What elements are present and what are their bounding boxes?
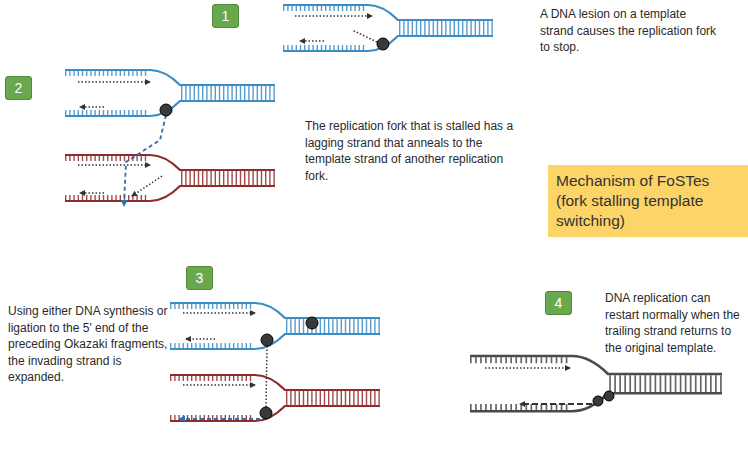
replication-fork [65,155,275,201]
description-text: DNA replication can restart normally whe… [605,290,747,356]
title-box: Mechanism of FoSTes (fork stalling templ… [548,165,748,237]
replication-fork [470,356,722,411]
step-number: 4 [555,295,563,311]
description-text: Using either DNA synthesis or ligation t… [8,303,168,386]
template-switch [266,346,267,408]
replication-fork [65,70,275,116]
dna-lesion [306,317,318,329]
synthesis-arrow [183,312,255,314]
replication-fork [170,303,380,349]
step-number: 2 [15,80,23,96]
restarted-strand [520,403,592,405]
step-number-box: 2 [5,76,32,100]
synthesis-arrow [78,164,150,166]
replication-fork [283,5,493,51]
synthesis-arrow [183,384,255,386]
synthesis-arrow [80,106,104,108]
description-text: The replication fork that is stalled has… [305,118,527,184]
step-number: 1 [222,8,230,24]
heading-text: Mechanism of FoSTes (fork stalling templ… [556,171,740,231]
synthesis-arrow [300,40,324,42]
dna-lesion [160,104,172,116]
synthesis-arrow [80,192,104,194]
dna-lesion [593,396,603,406]
stalled-strand [352,30,377,42]
synthesis-arrow [485,367,570,369]
dna-lesion [260,407,272,419]
dna-lesion [261,334,273,346]
step-number-box: 3 [186,266,213,290]
synthesis-arrow [295,15,372,17]
synthesis-arrow [186,338,215,340]
description-text: A DNA lesion on a template strand causes… [540,6,720,56]
synthesis-arrow [132,176,162,196]
step-number: 3 [196,270,204,286]
step-number-box: 4 [545,291,572,315]
replication-fork [170,375,380,421]
dna-lesion [377,38,389,50]
dna-lesion [604,391,614,401]
synthesis-arrow [78,81,150,83]
invading-strand [124,115,166,205]
step-number-box: 1 [212,4,239,28]
invading-strand [180,418,260,420]
